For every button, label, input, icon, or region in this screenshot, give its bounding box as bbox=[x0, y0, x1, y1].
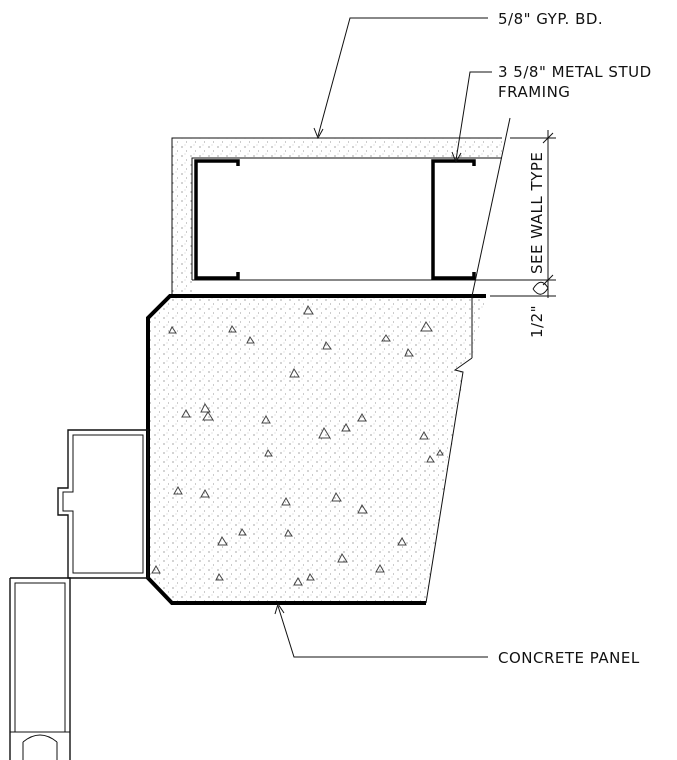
break-line bbox=[471, 117, 511, 297]
metal-stud-right bbox=[431, 159, 476, 280]
concrete-aggregate bbox=[151, 304, 444, 586]
dimension-lines bbox=[490, 130, 556, 298]
gap-dimension: 1/2" bbox=[528, 305, 546, 338]
concrete-panel-label: CONCRETE PANEL bbox=[498, 649, 640, 667]
see-wall-type-dim: SEE WALL TYPE bbox=[528, 152, 546, 274]
metal-stud-label-line1: 3 5/8" METAL STUD bbox=[498, 63, 652, 81]
gyp-bd-label: 5/8" GYP. BD. bbox=[498, 10, 603, 28]
gypsum-board bbox=[171, 137, 502, 296]
metal-stud-label-line2: FRAMING bbox=[498, 83, 570, 101]
concrete-panel bbox=[146, 294, 486, 605]
leader-lines bbox=[274, 17, 492, 658]
metal-stud-left bbox=[194, 159, 240, 280]
window-frame bbox=[9, 429, 149, 760]
